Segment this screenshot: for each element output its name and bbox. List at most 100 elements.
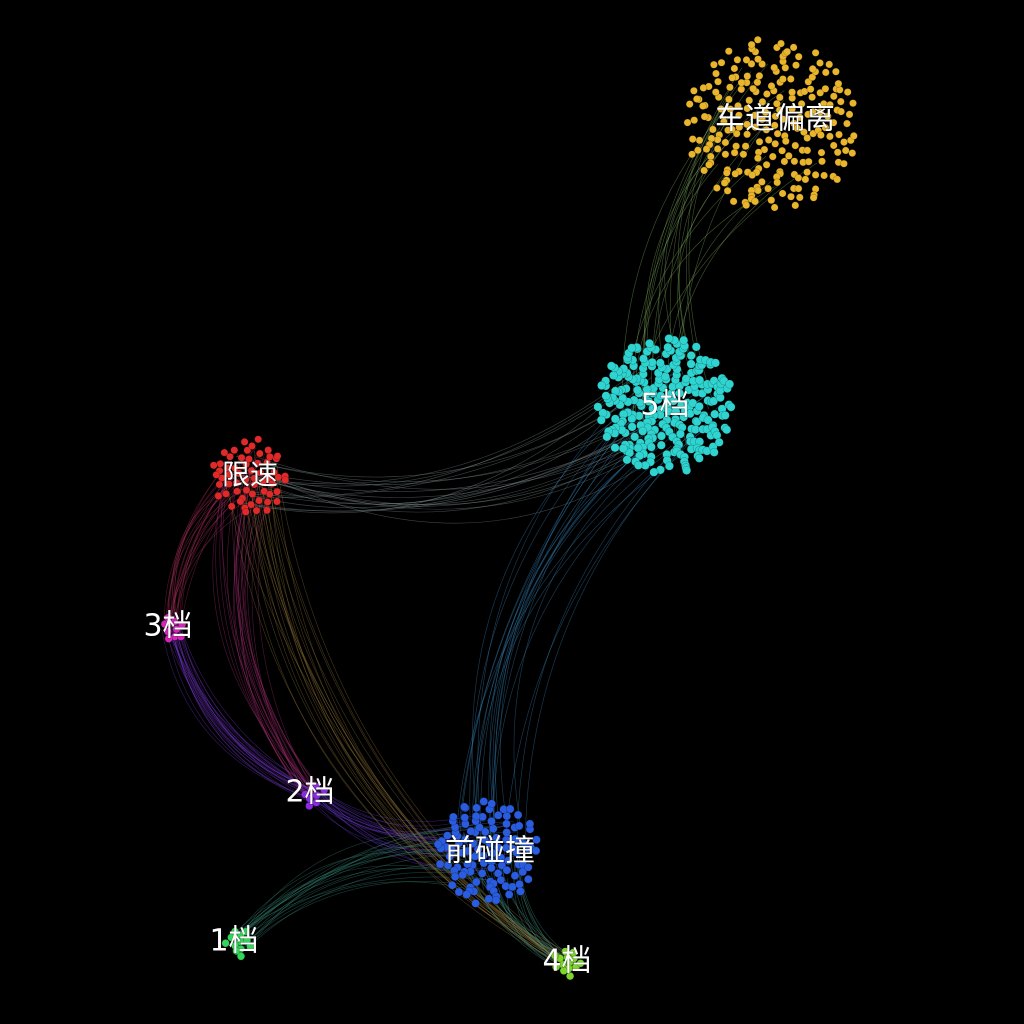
- node-limit: [245, 455, 253, 463]
- node-lane: [783, 47, 792, 56]
- node-lane: [778, 189, 787, 198]
- edge-g5-front: [477, 403, 620, 831]
- edge-limit-g2: [234, 480, 321, 790]
- edge-limit-g2: [237, 490, 322, 790]
- edge-limit-g4: [266, 452, 562, 968]
- node-limit: [263, 506, 271, 515]
- node-lane: [758, 178, 766, 186]
- node-lane: [816, 88, 825, 97]
- node-lane: [763, 90, 771, 98]
- node-front: [487, 799, 496, 809]
- node-lane: [793, 124, 802, 133]
- edge-front-g1: [239, 849, 463, 938]
- edge-limit-g4: [224, 481, 568, 964]
- edge-limit-g2: [212, 480, 314, 788]
- edge-limit-g3: [180, 471, 250, 632]
- node-g5: [633, 460, 643, 470]
- node-lane: [808, 108, 817, 116]
- node-front: [462, 890, 471, 899]
- edge-limit-g2: [239, 501, 307, 792]
- node-g2: [320, 785, 329, 795]
- node-g3: [170, 617, 179, 626]
- edge-limit-g5: [246, 411, 672, 512]
- node-front: [510, 871, 520, 880]
- edge-lane-g5: [632, 164, 719, 423]
- edge-g3-g2: [177, 627, 315, 792]
- edge-limit-g2: [242, 474, 306, 794]
- node-lane: [808, 65, 817, 73]
- edge-g2-front: [321, 798, 503, 871]
- node-limit: [218, 474, 226, 482]
- edge-limit-g2: [215, 458, 316, 801]
- cluster-g5: [593, 334, 736, 477]
- node-limit: [226, 452, 234, 461]
- node-lane: [690, 86, 698, 95]
- node-front: [454, 887, 464, 897]
- node-lane: [751, 197, 759, 206]
- node-lane: [711, 88, 720, 97]
- edge-g3-g2: [165, 631, 320, 799]
- node-lane: [790, 157, 799, 166]
- node-limit: [273, 497, 281, 506]
- edge-g5-front: [456, 431, 696, 833]
- edge-g5-front: [489, 444, 651, 820]
- node-lane: [829, 118, 838, 127]
- edge-front-g1: [249, 881, 479, 941]
- node-g5: [655, 358, 665, 368]
- edge-limit-g2: [240, 457, 318, 788]
- edge-limit-g3: [167, 471, 231, 637]
- edge-g5-front: [503, 419, 714, 877]
- node-lane: [724, 126, 732, 135]
- node-lane: [781, 63, 790, 72]
- node-lane: [818, 157, 826, 166]
- edge-limit-g2: [232, 466, 320, 797]
- node-lane: [811, 171, 820, 179]
- edge-g2-front: [319, 799, 482, 857]
- node-front: [515, 880, 524, 889]
- node-lane: [788, 105, 796, 113]
- edge-limit-g4: [276, 465, 569, 958]
- edge-g5-front: [493, 388, 649, 848]
- node-limit: [223, 464, 232, 473]
- node-lane: [743, 72, 752, 80]
- node-lane: [762, 160, 771, 169]
- node-front: [514, 821, 524, 831]
- node-limit: [237, 453, 246, 462]
- edge-limit-g5: [264, 445, 672, 524]
- edge-limit-g4: [242, 463, 574, 959]
- node-lane: [731, 169, 740, 178]
- node-g4: [552, 962, 561, 971]
- edge-g5-front: [472, 381, 658, 816]
- edge-limit-g4: [240, 486, 562, 956]
- edge-g3-g2: [170, 627, 313, 791]
- node-lane: [800, 128, 808, 136]
- node-lane: [773, 129, 782, 138]
- node-g4: [576, 959, 585, 968]
- node-g1: [246, 942, 255, 951]
- edge-front-g1: [247, 825, 474, 948]
- node-front: [435, 859, 445, 869]
- node-lane: [724, 47, 733, 56]
- edge-limit-g3: [171, 479, 224, 630]
- node-lane: [811, 48, 820, 57]
- node-lane: [748, 171, 757, 179]
- node-lane: [821, 68, 830, 77]
- node-limit: [212, 470, 221, 479]
- edge-limit-g2: [257, 471, 321, 801]
- edge-g3-g2: [178, 622, 320, 792]
- node-g5: [664, 334, 674, 344]
- node-g5: [633, 385, 642, 395]
- edge-limit-g5: [249, 355, 660, 497]
- node-g2: [305, 801, 314, 810]
- node-g5: [664, 461, 674, 471]
- node-front: [479, 858, 489, 868]
- node-front: [487, 863, 496, 873]
- node-lane: [737, 78, 746, 87]
- node-lane: [803, 146, 812, 155]
- node-lane: [747, 40, 756, 49]
- node-front: [449, 812, 458, 822]
- cluster-g2: [301, 782, 329, 810]
- node-lane: [817, 148, 826, 157]
- node-g5: [606, 361, 616, 371]
- edge-limit-g5: [256, 438, 650, 490]
